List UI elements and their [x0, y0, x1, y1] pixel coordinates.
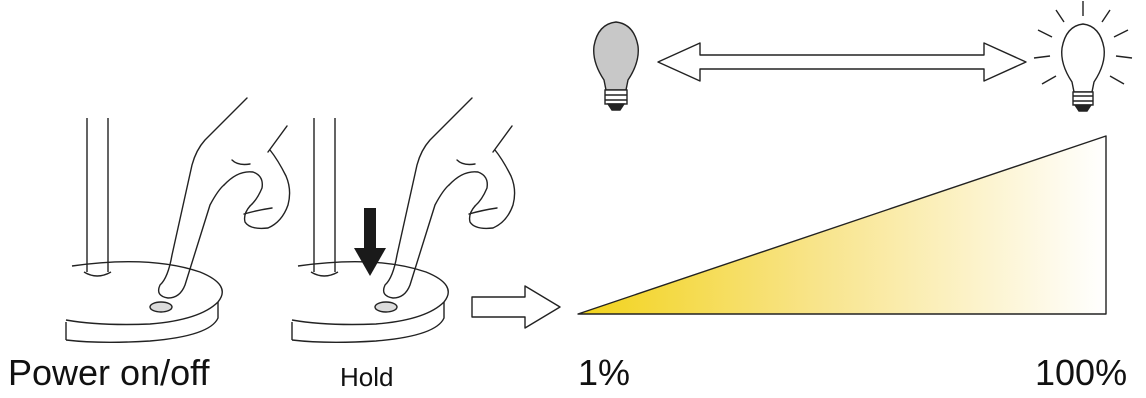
bright-bulb-icon [1033, 1, 1133, 112]
right-arrow-icon [471, 285, 561, 329]
finger-press-icon [382, 97, 516, 299]
lamp-base-icon [65, 118, 223, 343]
double-arrow-icon [657, 42, 1027, 82]
brightness-ramp [577, 135, 1107, 315]
down-arrow-icon [354, 208, 386, 276]
lamp-base-icon [291, 118, 449, 343]
brightness-min-label: 1% [578, 352, 631, 393]
hold-label: Hold [340, 362, 394, 392]
finger-press-icon [157, 97, 291, 299]
dim-bulb-icon [593, 21, 639, 111]
power-on-off-label: Power on/off [8, 352, 210, 393]
brightness-max-label: 100% [1035, 352, 1128, 393]
